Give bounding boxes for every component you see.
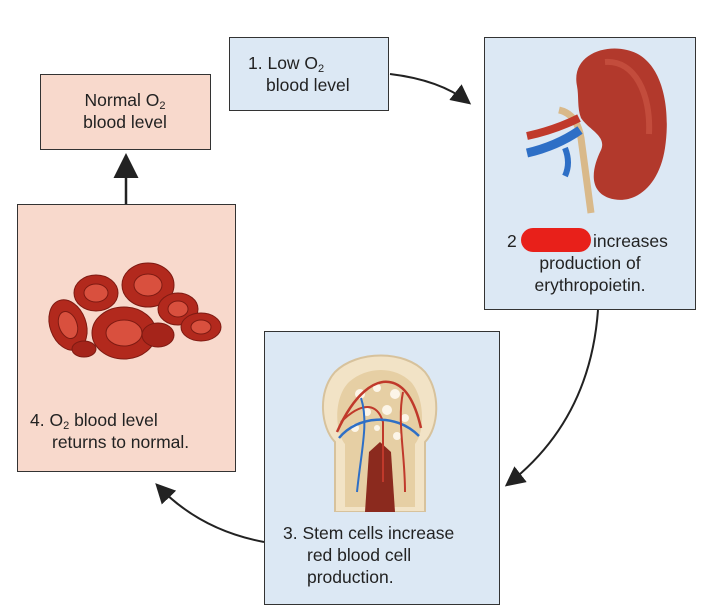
step4-box: 4. O2 blood level returns to normal. [17,204,236,472]
red-blood-cells-illustration [48,262,222,360]
normal-o2-box: Normal O2 blood level [40,74,211,150]
step1-box: 1. Low O2 blood level [229,37,389,111]
arrow-step3-to-step4 [155,483,265,543]
step4-label-sub: 2 [63,420,70,432]
step3-line3: production. [307,567,394,587]
step2-box: 2 increases production of erythropoietin… [484,37,696,310]
step1-label-line2: blood level [266,75,350,95]
step3-box: 3. Stem cells increase red blood cell pr… [264,331,500,605]
step3-line2: red blood cell [307,545,412,565]
step4-label-prefix: 4. O [30,410,64,430]
step2-number: 2 [507,231,517,251]
step1-label-sub: 2 [318,63,325,75]
bone-marrow-illustration [322,354,438,512]
step1-label-prefix: 1. Low O [248,53,319,73]
kidney-illustration [525,48,667,214]
redacted-label [521,228,591,252]
step2-text-line2: production of [539,253,641,273]
normal-label-sub: 2 [159,100,166,112]
step2-text-line1: increases [593,231,668,251]
step4-label-line2: returns to normal. [52,432,190,452]
step2-text-line3: erythropoietin. [534,275,646,295]
arrow-step2-to-step3 [504,309,599,487]
arrow-step1-to-step2 [389,73,472,105]
step4-label-rest: blood level [69,410,158,430]
step3-line1: 3. Stem cells increase [283,523,455,543]
normal-label-line2: blood level [83,112,167,132]
normal-label-prefix: Normal O [84,90,160,110]
